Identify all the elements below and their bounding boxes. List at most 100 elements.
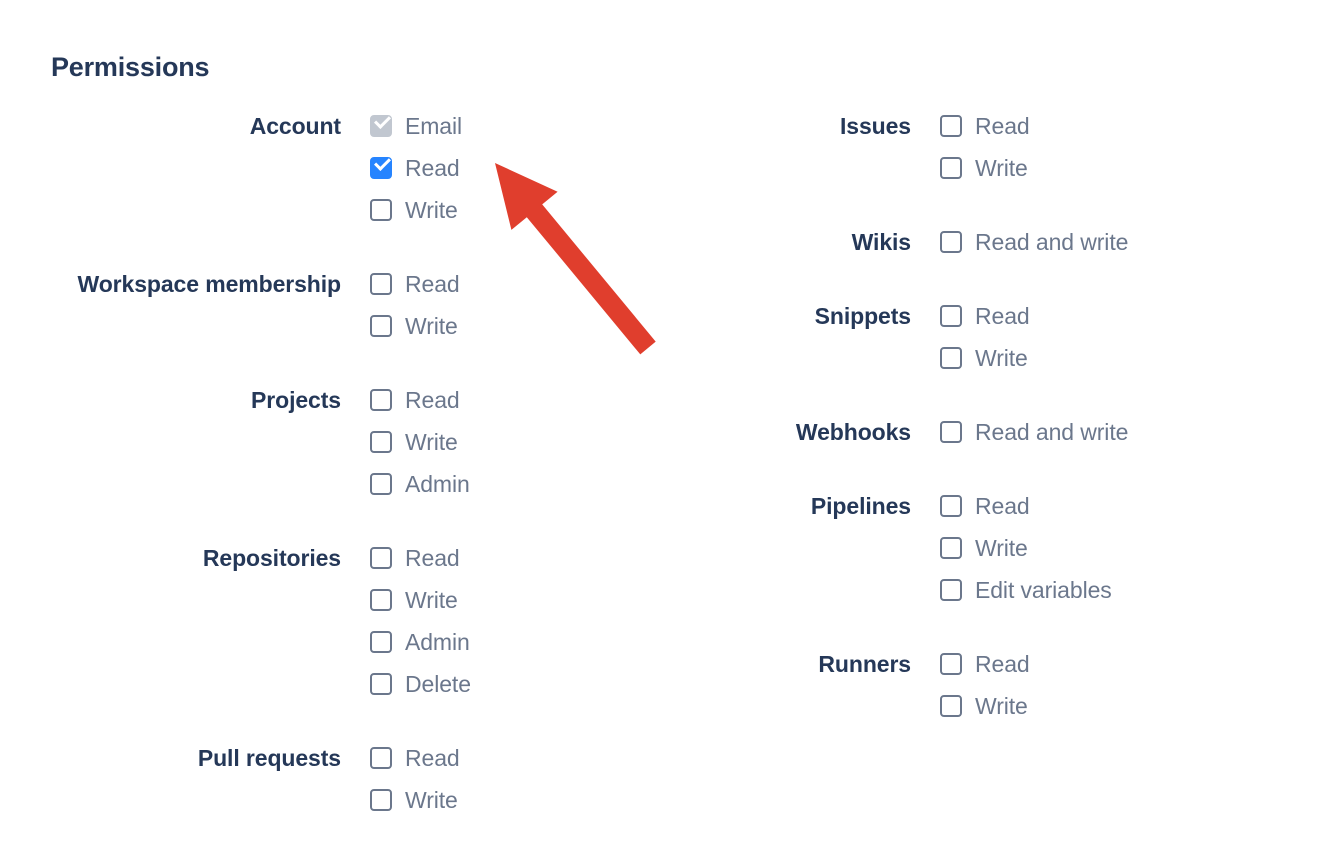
permission-option-row[interactable]: Read: [370, 379, 660, 421]
checkbox-projects-read[interactable]: [370, 389, 392, 411]
permission-option-row[interactable]: Read: [370, 737, 660, 779]
permission-option-row[interactable]: Delete: [370, 663, 660, 705]
checkbox-snippets-write[interactable]: [940, 347, 962, 369]
checkbox-wikis-read-and-write[interactable]: [940, 231, 962, 253]
checkmark-icon: [374, 154, 391, 171]
permission-option-row[interactable]: Admin: [370, 463, 660, 505]
permission-group-label: Pull requests: [197, 745, 341, 771]
checkbox-repositories-write[interactable]: [370, 589, 392, 611]
permission-option-row[interactable]: Write: [370, 421, 660, 463]
permission-option-row[interactable]: Read: [370, 537, 660, 579]
permission-option-label: Write: [975, 693, 1028, 719]
permission-option-row[interactable]: Email: [370, 105, 660, 147]
checkbox-issues-read[interactable]: [940, 115, 962, 137]
permission-group-label: Pipelines: [810, 493, 911, 519]
permission-group-label: Runners: [818, 651, 911, 677]
permission-option-row[interactable]: Write: [370, 305, 660, 347]
checkbox-workspace-membership-read[interactable]: [370, 273, 392, 295]
permission-option-label: Read: [405, 387, 460, 413]
permission-option-row[interactable]: Read: [370, 147, 660, 189]
permission-option-label: Write: [405, 197, 458, 223]
permission-option-label: Read: [975, 651, 1030, 677]
permission-group-webhooks: Webhooks Read and write: [660, 411, 1322, 453]
checkbox-runners-write[interactable]: [940, 695, 962, 717]
checkbox-projects-admin[interactable]: [370, 473, 392, 495]
permission-option-label: Read: [405, 545, 460, 571]
permission-option-label: Write: [405, 787, 458, 813]
checkbox-pipelines-edit-variables[interactable]: [940, 579, 962, 601]
checkbox-account-write[interactable]: [370, 199, 392, 221]
permission-group-label: Projects: [251, 387, 341, 413]
checkbox-projects-write[interactable]: [370, 431, 392, 453]
permission-option-label: Write: [405, 587, 458, 613]
permission-option-label: Admin: [405, 471, 470, 497]
checkbox-pull-requests-write[interactable]: [370, 789, 392, 811]
checkbox-pull-requests-read[interactable]: [370, 747, 392, 769]
permission-option-row[interactable]: Read and write: [940, 221, 1322, 263]
permission-option-label: Read and write: [975, 229, 1129, 255]
permission-group-label: Webhooks: [795, 419, 911, 445]
permission-option-label: Email: [405, 113, 463, 139]
permission-option-row[interactable]: Read: [940, 485, 1322, 527]
checkmark-icon: [374, 112, 391, 129]
permission-option-row[interactable]: Read: [940, 643, 1322, 685]
checkbox-repositories-delete[interactable]: [370, 673, 392, 695]
permission-group-label: Repositories: [202, 545, 341, 571]
permission-option-label: Write: [405, 429, 458, 455]
checkbox-runners-read[interactable]: [940, 653, 962, 675]
permission-group-options: Read and write: [940, 221, 1322, 263]
permission-option-row[interactable]: Write: [940, 527, 1322, 569]
checkbox-repositories-admin[interactable]: [370, 631, 392, 653]
checkbox-account-read[interactable]: [370, 154, 392, 179]
permission-option-label: Read: [975, 493, 1030, 519]
checkbox-account-email: [370, 112, 392, 137]
checkbox-pipelines-write[interactable]: [940, 537, 962, 559]
permission-option-row[interactable]: Write: [940, 147, 1322, 189]
permission-option-label: Edit variables: [975, 577, 1112, 603]
permission-option-row[interactable]: Admin: [370, 621, 660, 663]
permission-option-row[interactable]: Read: [370, 263, 660, 305]
permission-option-row[interactable]: Edit variables: [940, 569, 1322, 611]
permission-option-row[interactable]: Write: [370, 189, 660, 231]
permission-option-row[interactable]: Read: [940, 105, 1322, 147]
permission-group-label: Issues: [839, 113, 911, 139]
checkbox-snippets-read[interactable]: [940, 305, 962, 327]
permission-group-label: Account: [249, 113, 341, 139]
checkbox-repositories-read[interactable]: [370, 547, 392, 569]
permission-group-label: Workspace membership: [77, 271, 342, 297]
permission-option-row[interactable]: Write: [940, 685, 1322, 727]
permission-option-label: Write: [975, 155, 1028, 181]
checkbox-webhooks-read-and-write[interactable]: [940, 421, 962, 443]
checkbox-workspace-membership-write[interactable]: [370, 315, 392, 337]
page-title: Permissions: [51, 52, 210, 82]
permission-option-label: Write: [975, 535, 1028, 561]
permission-option-label: Admin: [405, 629, 470, 655]
permission-option-label: Read: [405, 271, 460, 297]
permission-option-row[interactable]: Read: [940, 295, 1322, 337]
checkbox-pipelines-read[interactable]: [940, 495, 962, 517]
permission-option-label: Read: [975, 113, 1030, 139]
permission-option-row[interactable]: Write: [370, 779, 660, 821]
permission-option-row[interactable]: Write: [370, 579, 660, 621]
permission-option-row[interactable]: Read and write: [940, 411, 1322, 453]
permission-group-options: Read and write: [940, 411, 1322, 453]
permission-option-row[interactable]: Write: [940, 337, 1322, 379]
permission-group-label: Wikis: [851, 229, 911, 255]
checkbox-issues-write[interactable]: [940, 157, 962, 179]
permission-group-wikis: Wikis Read and write: [660, 221, 1322, 263]
